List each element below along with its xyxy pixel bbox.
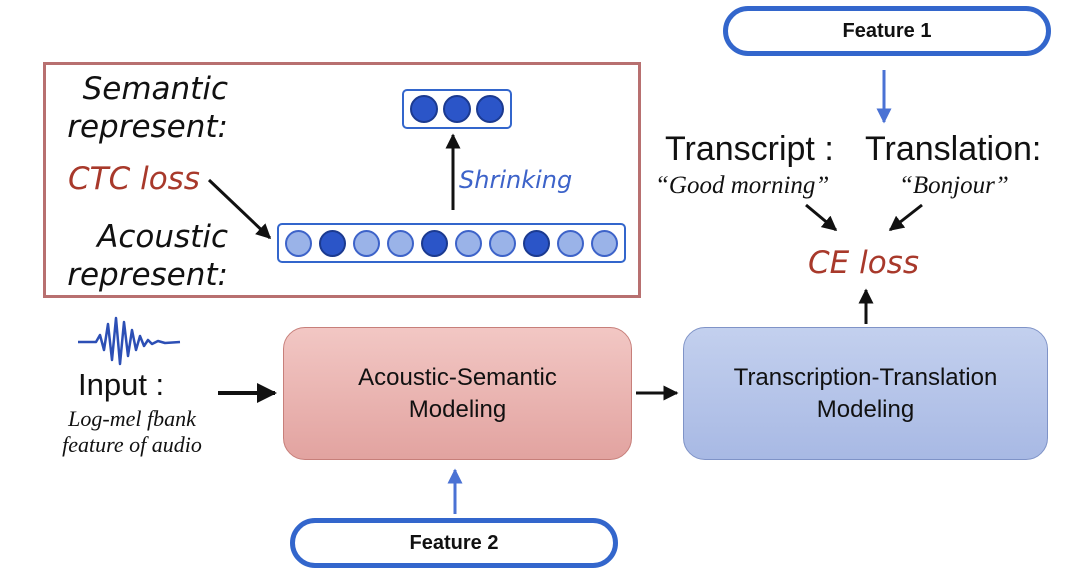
acoustic-represent-label: Acoustic represent: bbox=[67, 219, 228, 293]
acoustic-node bbox=[420, 229, 448, 257]
input-label: Input : bbox=[78, 367, 165, 402]
acoustic-node bbox=[352, 229, 380, 257]
feature-1-pill: Feature 1 bbox=[723, 6, 1051, 56]
feature-1-label: Feature 1 bbox=[842, 19, 932, 42]
translation-example: “Bonjour” bbox=[899, 172, 1009, 199]
waveform-icon bbox=[78, 316, 181, 366]
translation-label: Translation: bbox=[865, 130, 1042, 168]
acoustic-node bbox=[523, 229, 551, 257]
transcript-example: “Good morning” bbox=[655, 172, 830, 199]
acoustic-node bbox=[591, 229, 619, 257]
shrinking-label: Shrinking bbox=[459, 166, 573, 194]
acoustic-node bbox=[455, 229, 483, 257]
input-description: Log-mel fbank feature of audio bbox=[62, 406, 202, 457]
acoustic-node bbox=[557, 229, 585, 257]
acoustic-node bbox=[386, 229, 414, 257]
transcript-label: Transcript : bbox=[665, 130, 834, 168]
transcript-ce-arrow bbox=[805, 203, 838, 232]
transcription-translation-box: Transcription-Translation Modeling bbox=[683, 327, 1048, 460]
semantic-node bbox=[409, 95, 438, 123]
feature-2-pill: Feature 2 bbox=[290, 518, 618, 568]
feature-2-label: Feature 2 bbox=[409, 531, 499, 554]
ctc-arrow bbox=[207, 178, 272, 240]
acoustic-node bbox=[284, 229, 312, 257]
acoustic-node-row bbox=[277, 223, 626, 263]
acoustic-node bbox=[318, 229, 346, 257]
semantic-node bbox=[442, 95, 471, 123]
semantic-node-row bbox=[402, 89, 512, 129]
translation-ce-arrow bbox=[888, 203, 923, 232]
ce-loss-label: CE loss bbox=[808, 245, 919, 281]
acoustic-node bbox=[489, 229, 517, 257]
representation-inset bbox=[43, 62, 641, 298]
semantic-represent-label: Semantic represent: bbox=[67, 71, 228, 145]
acoustic-semantic-box: Acoustic-Semantic Modeling bbox=[283, 327, 632, 460]
ctc-loss-label: CTC loss bbox=[68, 161, 200, 197]
semantic-node bbox=[476, 95, 505, 123]
